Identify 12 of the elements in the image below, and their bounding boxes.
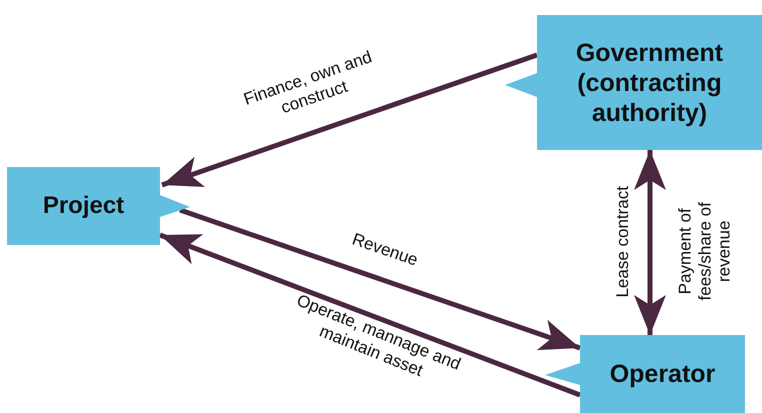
edge-label: Lease contract — [613, 185, 633, 300]
arrow — [634, 150, 666, 335]
arrow — [161, 52, 538, 188]
node-label: Project — [42, 192, 124, 220]
callout-box — [505, 15, 762, 150]
arrow — [179, 208, 581, 350]
arrow — [159, 232, 581, 398]
annotation-label: Payment of fees/share of revenue — [676, 201, 734, 302]
callout-box — [7, 167, 190, 245]
node-label: Operator — [610, 359, 716, 389]
node-label: Government (contracting authority) — [574, 38, 724, 128]
callout-box — [545, 335, 745, 413]
